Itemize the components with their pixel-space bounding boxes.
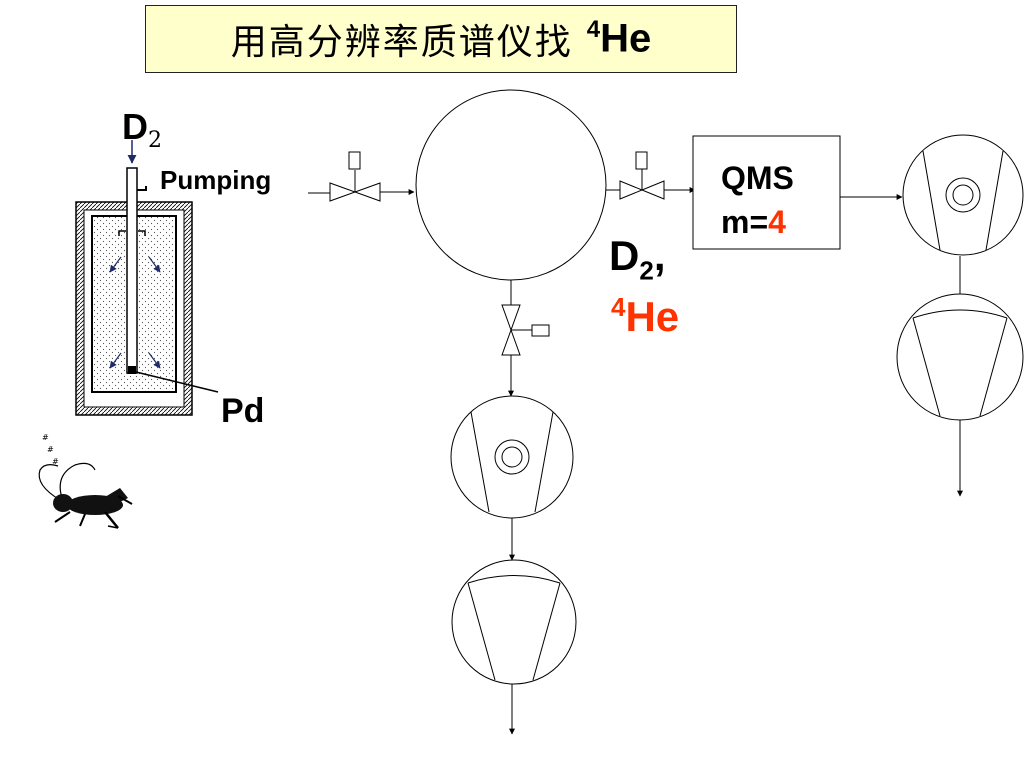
vacuum-chamber: [415, 89, 607, 281]
qms-valve: [619, 151, 665, 200]
qms-mass-value: 4: [768, 204, 786, 240]
cricket-icon: # # #: [38, 433, 133, 529]
chamber-separator: ,: [653, 232, 666, 279]
chamber-isotope-mass: 4: [611, 292, 626, 322]
chamber-isotope-symbol: He: [625, 293, 680, 340]
chamber-gas-subscript: 2: [639, 255, 654, 286]
chamber-gas-symbol: D: [609, 232, 640, 279]
title-chinese: 用高分辨率质谱仪找: [230, 22, 573, 63]
inner-seal: [118, 230, 146, 236]
inlet-valve: [329, 151, 381, 202]
gas-inlet-tube: [126, 167, 138, 374]
chamber-isotope-label: 4He: [611, 292, 679, 341]
qms-mass: m=4: [721, 204, 786, 241]
chamber-gas-label: D2,: [609, 232, 665, 286]
middle-roughing-pump: [451, 559, 577, 685]
right-turbo-pump: [902, 134, 1024, 256]
qms-box: [692, 135, 841, 250]
cell-gas-symbol: D: [122, 106, 148, 147]
middle-turbo-pump: [450, 395, 574, 519]
svg-text:#: #: [42, 433, 49, 442]
title-isotope-mass: 4: [586, 16, 601, 44]
svg-text:#: #: [52, 457, 59, 466]
pd-sample: [128, 366, 136, 374]
pd-label: Pd: [221, 392, 265, 430]
cell-gas-subscript: 2: [148, 128, 162, 154]
pd-leader-line: [135, 371, 219, 393]
title-banner: 用高分辨率质谱仪找 4He: [145, 5, 737, 73]
title-isotope-symbol: He: [600, 16, 652, 61]
qms-mass-prefix: m=: [721, 204, 769, 240]
pumping-port: [137, 186, 147, 191]
qms-name: QMS: [721, 160, 794, 196]
bottom-valve: [501, 304, 550, 356]
svg-text:#: #: [47, 445, 54, 454]
right-roughing-pump: [896, 293, 1024, 421]
pumping-label: Pumping: [160, 165, 272, 195]
cell-gas-label: D2: [122, 106, 162, 153]
title-isotope: 4He: [587, 16, 652, 61]
loading-cell: [75, 140, 219, 416]
